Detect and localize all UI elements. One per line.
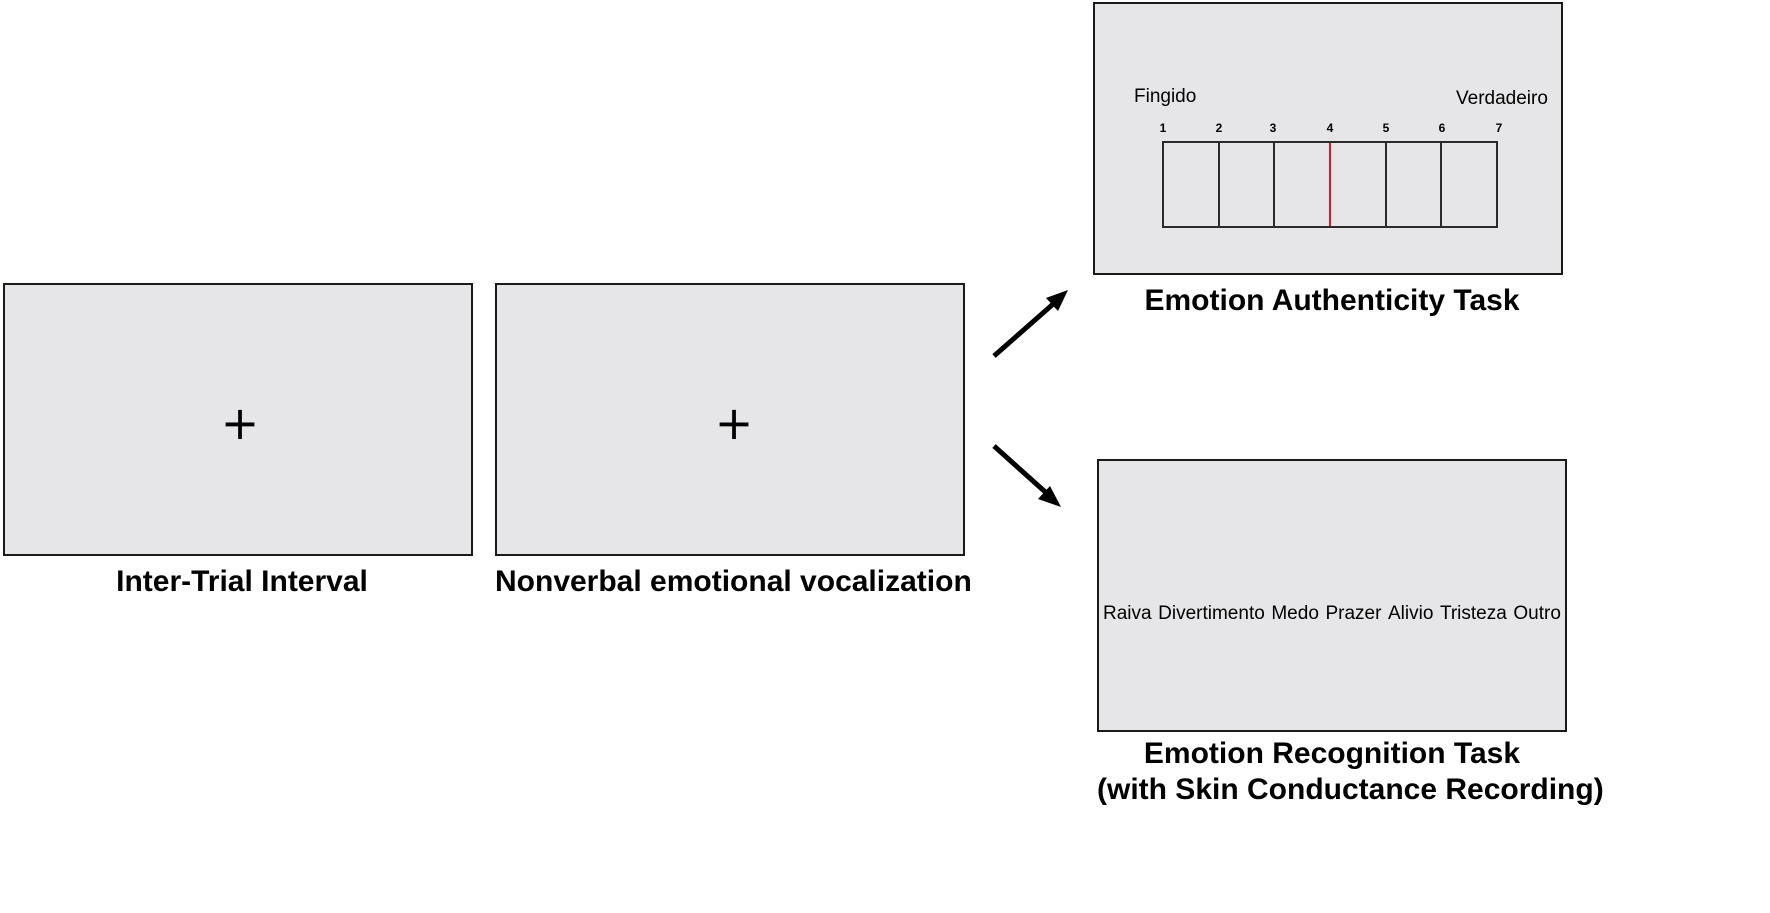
option-tristeza[interactable]: Tristeza — [1439, 603, 1507, 624]
scale-number: 5 — [1382, 121, 1390, 135]
arrow-to-authenticity-icon — [992, 296, 1062, 358]
scale-cell[interactable] — [1275, 143, 1332, 226]
scale-number: 1 — [1159, 121, 1167, 135]
scale-number: 7 — [1495, 121, 1503, 135]
scale-cell[interactable] — [1442, 143, 1496, 226]
option-prazer[interactable]: Prazer — [1325, 603, 1382, 624]
vocalization-caption: Nonverbal emotional vocalization — [495, 565, 972, 598]
scale-number: 2 — [1215, 121, 1223, 135]
arrowhead-down-icon — [1038, 486, 1061, 507]
recognition-caption: Emotion Recognition Task (with Skin Cond… — [1097, 736, 1604, 808]
iti-caption: Inter-Trial Interval — [116, 565, 368, 598]
fixation-cross-icon: + — [714, 396, 754, 450]
recognition-screen: Raiva Divertimento Medo Prazer Alivio Tr… — [1097, 459, 1567, 732]
scale-marker — [1329, 143, 1331, 226]
option-divertimento[interactable]: Divertimento — [1158, 603, 1265, 624]
iti-screen: + — [3, 283, 473, 556]
scale-left-anchor: Fingido — [1134, 86, 1197, 107]
scale-cell[interactable] — [1164, 143, 1220, 226]
option-raiva[interactable]: Raiva — [1103, 603, 1152, 624]
option-medo[interactable]: Medo — [1271, 603, 1319, 624]
scale-cell[interactable] — [1220, 143, 1276, 226]
vocalization-screen: + — [495, 283, 965, 556]
recognition-caption-line2: (with Skin Conductance Recording) — [1097, 773, 1604, 806]
option-alivio[interactable]: Alivio — [1387, 603, 1434, 624]
fixation-cross-icon: + — [220, 396, 260, 450]
scale-number: 4 — [1326, 121, 1334, 135]
emotion-options: Raiva Divertimento Medo Prazer Alivio Tr… — [1099, 603, 1565, 625]
scale-number: 3 — [1269, 121, 1277, 135]
scale-cell[interactable] — [1387, 143, 1443, 226]
option-outro[interactable]: Outro — [1513, 603, 1561, 624]
authenticity-screen: Fingido Verdadeiro 1 2 3 4 5 6 7 — [1093, 2, 1563, 275]
arrowhead-up-icon — [1046, 290, 1068, 311]
scale-right-anchor: Verdadeiro — [1456, 88, 1548, 109]
scale-cell[interactable] — [1331, 143, 1387, 226]
scale-number: 6 — [1438, 121, 1446, 135]
recognition-caption-line1: Emotion Recognition Task — [1143, 737, 1521, 770]
arrow-to-recognition-icon — [992, 444, 1054, 500]
authenticity-caption: Emotion Authenticity Task — [1144, 284, 1520, 317]
